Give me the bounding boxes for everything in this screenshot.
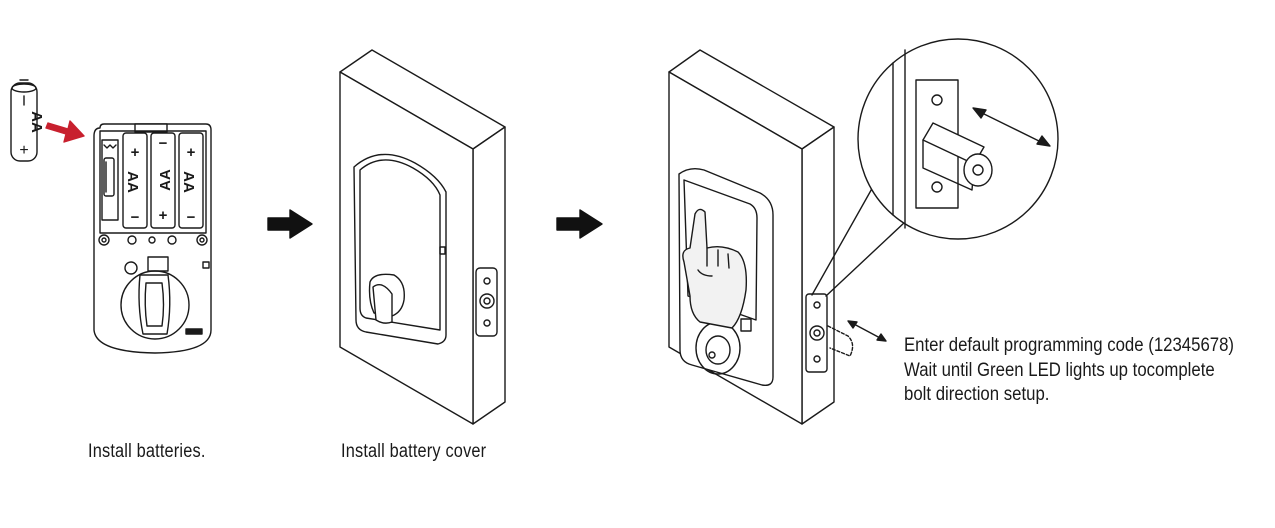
step-1-caption: Install batteries. bbox=[88, 441, 206, 462]
pressing-finger-icon bbox=[682, 208, 748, 329]
slot1-aa-label: AA bbox=[124, 171, 141, 193]
slot3-minus-label: − bbox=[187, 209, 196, 226]
step-2-caption: Install battery cover bbox=[341, 441, 487, 462]
step-3-instructions: Enter default programming code (12345678… bbox=[904, 333, 1234, 407]
loose-battery-label: AA bbox=[28, 111, 45, 133]
loose-aa-battery-icon: AA + bbox=[10, 79, 45, 162]
instruction-line-2: Wait until Green LED lights up tocomplet… bbox=[904, 358, 1215, 381]
step-arrow-2-icon bbox=[556, 209, 603, 239]
instruction-line-1: Enter default programming code (12345678… bbox=[904, 334, 1235, 356]
slot3-plus-label: + bbox=[187, 144, 196, 161]
slot2-aa-label: AA bbox=[157, 169, 174, 191]
door-with-cover bbox=[339, 49, 506, 425]
insert-battery-arrow-icon bbox=[45, 120, 85, 143]
slot1-minus-label: − bbox=[131, 209, 140, 226]
slot3-aa-label: AA bbox=[180, 171, 197, 193]
slot1-plus-label: + bbox=[131, 144, 140, 161]
step-arrow-1-icon bbox=[267, 209, 313, 239]
lock-interior-unit bbox=[93, 123, 212, 354]
instruction-line-3: bolt direction setup. bbox=[904, 383, 1050, 405]
zoom-lines bbox=[811, 184, 906, 297]
slot2-plus-label: + bbox=[159, 207, 168, 224]
bolt-zoom-detail bbox=[857, 38, 1059, 240]
loose-battery-plus: + bbox=[19, 142, 28, 159]
slot2-minus-label: − bbox=[159, 135, 168, 152]
